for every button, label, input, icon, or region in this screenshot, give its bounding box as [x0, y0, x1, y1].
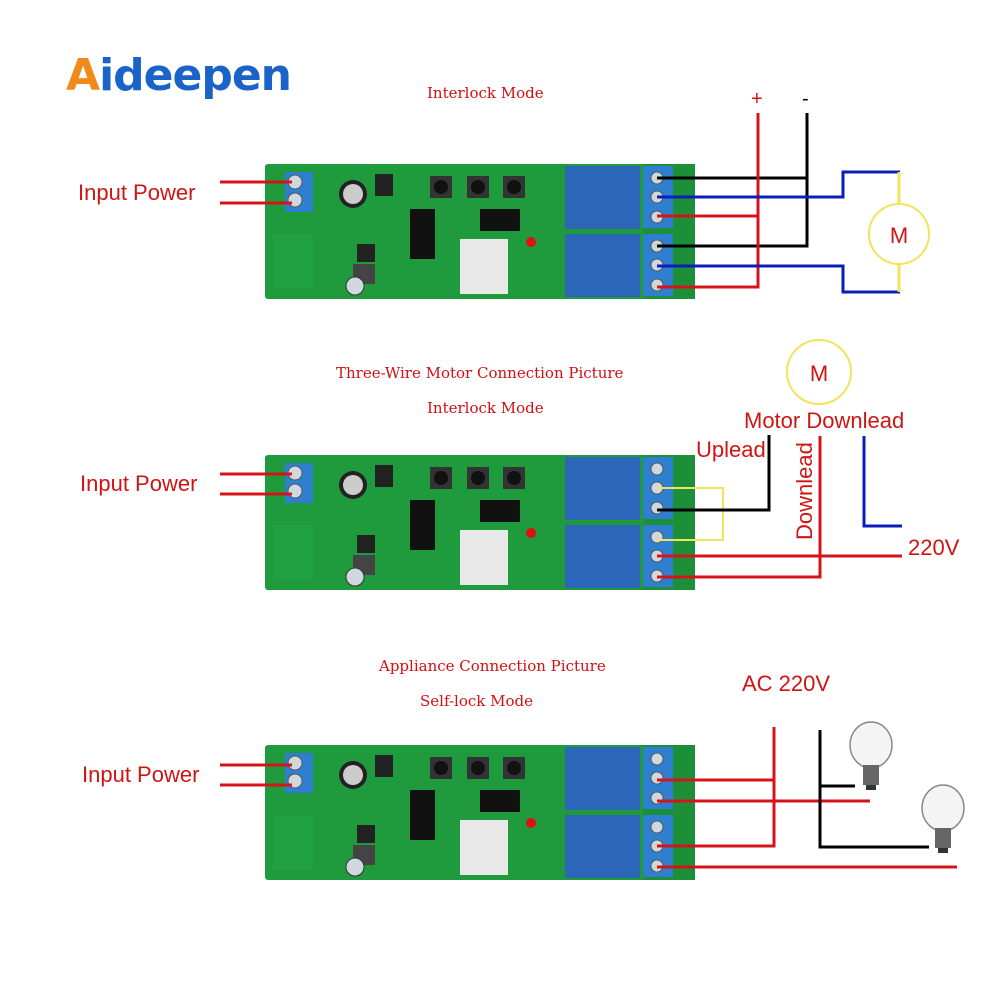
svg-text:M: M [810, 361, 828, 386]
svg-text:M: M [890, 223, 908, 248]
plus-label: + [751, 88, 763, 110]
light-bulb-icon-2 [921, 784, 965, 853]
minus-label: - [802, 88, 809, 110]
panel-1-motor: M [868, 203, 930, 265]
panel-1-input-wires [220, 180, 292, 205]
panel-1-input-power-label: Input Power [78, 180, 196, 205]
light-bulb-icon-1 [849, 721, 893, 790]
panel-2-title: Three-Wire Motor Connection Picture [336, 364, 624, 382]
panel-2-input-wires [220, 472, 292, 496]
panel-3-output-wires [657, 727, 957, 869]
panel-1-title: Interlock Mode [427, 84, 544, 102]
panel-2-motor: M [786, 339, 852, 405]
ac-220v-label: AC 220V [742, 671, 831, 696]
panel-3-title: Appliance Connection Picture [379, 657, 606, 675]
panel-2-output-wires [657, 435, 902, 579]
relay-board-1 [264, 163, 696, 300]
relay-board-2 [264, 454, 696, 591]
brand-logo: Aideepen [66, 50, 292, 101]
panel-3-input-power-label: Input Power [82, 762, 200, 787]
panel-2-input-power-label: Input Power [80, 471, 198, 496]
motor-downlead-label: Motor Downlead [744, 408, 905, 433]
panel-3-input-wires [220, 763, 292, 787]
panel-1-output-wires [657, 113, 901, 294]
relay-board-3 [264, 744, 696, 881]
uplead-label: Uplead [696, 437, 766, 462]
panel-2-subtitle: Interlock Mode [427, 399, 544, 417]
voltage-220v-label: 220V [908, 535, 960, 560]
panel-3-subtitle: Self-lock Mode [420, 692, 533, 710]
